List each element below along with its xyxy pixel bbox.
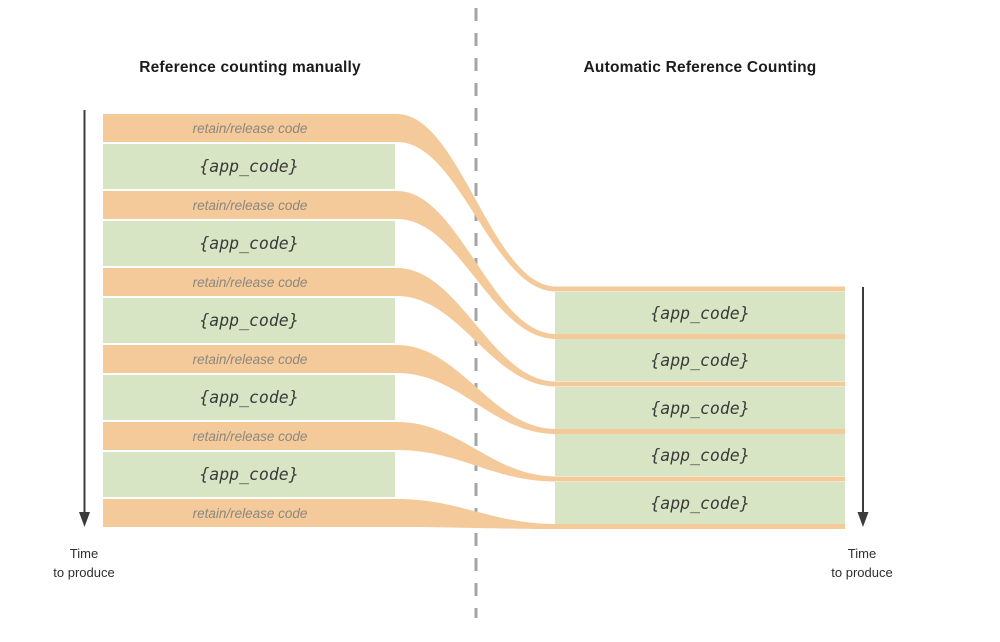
manual-retain-release-band: retain/release code xyxy=(103,114,397,142)
retain-release-label: retain/release code xyxy=(192,274,308,290)
arc-separator-line-3 xyxy=(553,381,845,387)
retain-release-label: retain/release code xyxy=(192,351,308,367)
manual-app-code-band: {app_code} xyxy=(103,144,395,189)
retain-release-label: retain/release code xyxy=(192,197,308,213)
manual-retain-release-band: retain/release code xyxy=(103,268,397,296)
manual-app-code-band: {app_code} xyxy=(103,452,395,497)
right-time-arrow xyxy=(857,287,869,527)
app-code-label: {app_code} xyxy=(199,234,299,253)
app-code-label: {app_code} xyxy=(650,398,750,418)
arc-separator-line-4 xyxy=(553,429,845,434)
app-code-label: {app_code} xyxy=(650,493,750,513)
time-axis-label-line2: to produce xyxy=(53,564,115,580)
app-code-label: {app_code} xyxy=(199,388,299,407)
arc-app-code-band: {app_code} xyxy=(555,434,845,476)
flow-ribbon-2 xyxy=(397,191,556,339)
manual-app-code-band: {app_code} xyxy=(103,221,395,266)
left-panel-title: Reference counting manually xyxy=(139,59,361,76)
time-axis-label-line1: Time xyxy=(69,546,99,561)
flow-ribbon-3 xyxy=(397,268,556,387)
app-code-label: {app_code} xyxy=(650,445,750,465)
flow-ribbon-4 xyxy=(397,345,556,434)
time-axis-label-right: Time to produce xyxy=(807,545,917,583)
arc-separator-line-1 xyxy=(553,286,845,292)
manual-retain-release-band: retain/release code xyxy=(103,422,397,450)
right-panel-title: Automatic Reference Counting xyxy=(583,59,817,76)
manual-retain-release-band: retain/release code xyxy=(103,345,397,373)
app-code-label: {app_code} xyxy=(199,311,299,330)
time-axis-label-line2: to produce xyxy=(831,564,893,580)
arc-separator-line-2 xyxy=(553,334,845,339)
retain-release-label: retain/release code xyxy=(192,428,308,444)
manual-app-code-band: {app_code} xyxy=(103,375,395,420)
manual-retain-release-band: retain/release code xyxy=(103,191,397,219)
arc-app-code-band: {app_code} xyxy=(555,292,845,334)
manual-app-code-band: {app_code} xyxy=(103,298,395,343)
app-code-label: {app_code} xyxy=(199,157,299,176)
app-code-label: {app_code} xyxy=(199,465,299,484)
flow-ribbon-6 xyxy=(397,499,556,529)
flow-ribbon-5 xyxy=(397,422,556,482)
flow-ribbon-1 xyxy=(397,114,556,292)
arc-separator-line-6 xyxy=(553,524,845,529)
manual-retain-release-band: retain/release code xyxy=(103,499,397,527)
time-axis-label-line1: Time xyxy=(847,546,877,561)
left-time-arrow xyxy=(79,110,90,527)
arc-separator-line-5 xyxy=(553,476,845,482)
app-code-label: {app_code} xyxy=(650,350,750,370)
time-axis-label-left: Time to produce xyxy=(29,545,139,583)
retain-release-label: retain/release code xyxy=(192,505,308,521)
arc-app-code-band: {app_code} xyxy=(555,339,845,381)
arc-app-code-band: {app_code} xyxy=(555,482,845,524)
app-code-label: {app_code} xyxy=(650,303,750,323)
retain-release-label: retain/release code xyxy=(192,120,308,136)
arc-app-code-band: {app_code} xyxy=(555,387,845,429)
